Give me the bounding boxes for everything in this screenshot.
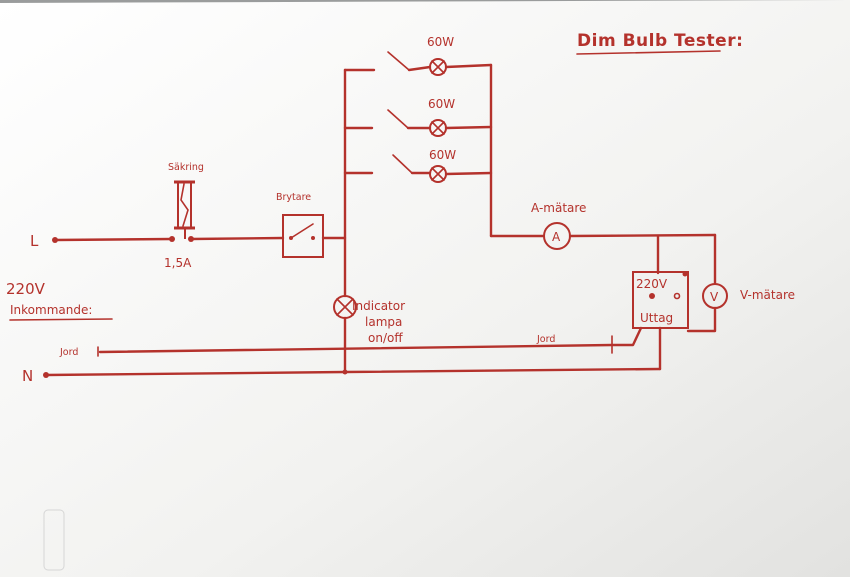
svg-text:V: V bbox=[710, 290, 719, 304]
line-wire-fuse-switch bbox=[189, 236, 285, 241]
lamp-branch-2 bbox=[343, 109, 493, 137]
supply-voltage: 220V bbox=[6, 280, 46, 298]
wire-ammeter-out bbox=[568, 233, 717, 238]
main-switch bbox=[282, 214, 324, 258]
neutral-node-indicator bbox=[342, 369, 348, 375]
indicator-label-1: Indicator bbox=[352, 299, 405, 313]
supply-name: Inkommande: bbox=[10, 303, 92, 317]
fuse-label: Säkring bbox=[168, 162, 204, 173]
outlet-label: Uttag bbox=[640, 311, 673, 325]
line-label: L bbox=[30, 232, 39, 250]
indicator-label-2: lampa bbox=[365, 315, 402, 329]
voltmeter-label: V-mätare bbox=[740, 288, 795, 302]
earth-label-left: Jord bbox=[59, 347, 78, 358]
title-underline bbox=[576, 50, 721, 55]
switch-label: Brytare bbox=[276, 192, 311, 203]
paper-watermark bbox=[43, 509, 65, 571]
diagram-title: Dim Bulb Tester: bbox=[577, 31, 743, 51]
lamp-1-rating: 60W bbox=[427, 35, 454, 49]
outlet-top-terminal bbox=[682, 271, 688, 277]
neutral-label: N bbox=[22, 367, 33, 385]
outlet-voltage: 220V bbox=[636, 277, 668, 291]
earth-terminal-right bbox=[610, 326, 643, 354]
lamp-branch-1 bbox=[343, 51, 493, 76]
wire-voltmeter-bottom bbox=[686, 306, 717, 333]
lamp-branch-3 bbox=[343, 154, 493, 183]
fuse-symbol bbox=[174, 180, 195, 239]
ammeter-label: A-mätare bbox=[531, 201, 586, 215]
fuse-terminal-left bbox=[169, 236, 175, 242]
svg-text:A: A bbox=[552, 230, 561, 244]
lamp-3-rating: 60W bbox=[429, 148, 456, 162]
earth-label-right: Jord bbox=[536, 334, 555, 345]
lamp-2-rating: 60W bbox=[428, 97, 455, 111]
supply-name-underline bbox=[9, 318, 113, 321]
fuse-rating: 1,5A bbox=[164, 256, 192, 270]
line-wire-input bbox=[53, 237, 174, 242]
earth-wire bbox=[98, 343, 614, 354]
indicator-label-3: on/off bbox=[368, 331, 403, 345]
